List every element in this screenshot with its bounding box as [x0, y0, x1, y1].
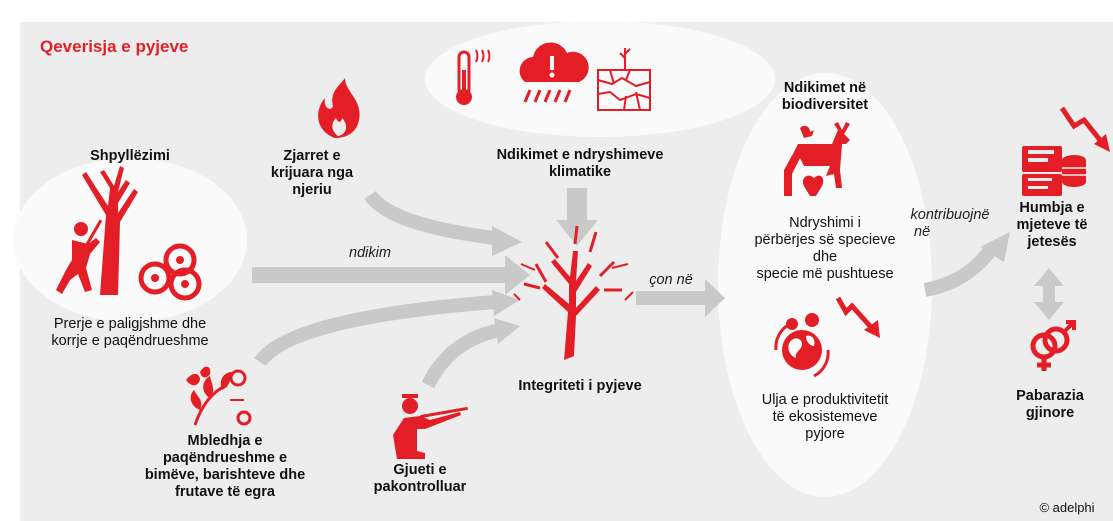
ecosystem-globe-icon	[774, 313, 830, 378]
biodiversity-heading-line: Ndikimet në	[783, 80, 867, 96]
species-text-line: dhe	[812, 249, 838, 265]
climate-label-line: Ndikimet e ndryshimeve	[496, 147, 664, 163]
curved-arrows	[254, 190, 998, 389]
livelihoods-label-line: mjeteve të	[1016, 217, 1088, 233]
credit-text: © adelphi	[1039, 500, 1095, 515]
money-loss-icon	[1022, 106, 1110, 196]
animals-icon	[784, 122, 850, 196]
rain-cloud-icon	[519, 42, 589, 103]
harvest-label: Mbledhja e paqëndrueshme e bimëve, baris…	[130, 433, 320, 501]
decline-arrow-icon	[835, 296, 880, 338]
gender-inequality-label: Pabarazia gjinore	[1000, 388, 1100, 422]
livelihoods-loss-label: Humbja e mjeteve të jetesës	[1002, 200, 1102, 251]
impact-arrow-label: ndikim	[349, 245, 391, 261]
ecosystem-text-line: të ekosistemeve	[772, 409, 878, 425]
contributes-label-line: kontribuojnë	[910, 207, 990, 223]
harvest-label-line: bimëve, barishteve dhe	[144, 467, 306, 483]
ecosystem-text-line: Ulja e produktivitetit	[761, 392, 889, 408]
fires-label-line: njeriu	[292, 182, 332, 198]
hunting-label-line: Gjueti e	[393, 462, 447, 478]
climate-ellipse	[425, 21, 775, 137]
biodiversity-heading-line: biodiversitet	[781, 97, 869, 113]
ecosystem-productivity-text: Ulja e produktivitetit të ekosistemeve p…	[735, 392, 915, 443]
drought-icon	[597, 48, 651, 111]
arrow-harvest-curve	[254, 295, 496, 367]
fires-label: Zjarret e krijuara nga njeriu	[252, 148, 372, 199]
flow-arrows	[252, 188, 725, 317]
plants-icon	[186, 366, 252, 426]
forest-integrity-label: Integriteti i pyjeve	[518, 378, 642, 394]
harvest-label-line: frutave të egra	[175, 484, 275, 500]
leads-to-arrow-label: çon në	[649, 272, 693, 288]
gender-label-line: Pabarazia	[1016, 388, 1084, 404]
contributes-arrow-label: kontribuojnë në	[900, 207, 1000, 241]
harvest-label-line: paqëndrueshme e	[162, 450, 288, 466]
species-text-line: Ndryshimi i	[789, 215, 861, 231]
fires-label-line: krijuara nga	[270, 165, 354, 181]
climate-label-line: klimatike	[548, 164, 612, 180]
thermometer-icon	[456, 49, 491, 105]
hunting-label-line: pakontrolluar	[373, 479, 467, 495]
woodcutter-icon	[56, 166, 202, 301]
arrowhead-hunting	[494, 318, 520, 344]
arrowheads	[492, 226, 1064, 344]
arrow-climate-down	[556, 188, 598, 246]
deforestation-heading: Shpyllëzimi	[90, 148, 170, 164]
livelihoods-label-line: jetesës	[1027, 234, 1077, 250]
climate-label: Ndikimet e ndryshimeve klimatike	[460, 147, 700, 181]
livelihoods-label-line: Humbja e	[1019, 200, 1085, 216]
harvest-label-line: Mbledhja e	[187, 433, 263, 449]
deforestation-ellipse	[13, 158, 247, 322]
contributes-label-line: në	[914, 224, 931, 240]
deforestation-caption-line: korrje e paqëndrueshme	[51, 333, 209, 349]
double-arrow-shaft	[1043, 282, 1055, 306]
biodiversity-ellipse	[718, 73, 932, 497]
arrow-leads-to	[636, 279, 725, 317]
arrow-deforestation-impact	[252, 255, 530, 295]
deforestation-caption: Prerje e paligjshme dhe korrje e paqëndr…	[20, 316, 240, 350]
diagram-title: Qeverisja e pyjeve	[40, 37, 189, 56]
biodiversity-heading: Ndikimet në biodiversitet	[760, 80, 890, 114]
arrowhead-harvest	[492, 290, 520, 316]
arrow-contributes-curve	[923, 243, 998, 297]
species-text-line: specie më pushtuese	[756, 266, 894, 282]
gender-icon	[1030, 320, 1076, 371]
hunter-icon	[393, 394, 468, 459]
gender-label-line: gjinore	[1025, 405, 1075, 421]
fires-label-line: Zjarret e	[283, 148, 341, 164]
double-arrow-up	[1034, 268, 1064, 286]
arrowhead-contributes	[980, 232, 1010, 262]
arrow-hunting-curve	[421, 323, 502, 389]
hunting-label: Gjueti e pakontrolluar	[360, 462, 480, 496]
species-change-text: Ndryshimi i përbërjes së specieve dhe sp…	[735, 215, 915, 283]
flame-icon	[318, 78, 360, 138]
ecosystem-text-line: pyjore	[805, 426, 845, 442]
species-text-line: përbërjes së specieve	[754, 232, 896, 248]
deforestation-caption-line: Prerje e paligjshme dhe	[53, 316, 207, 332]
arrowhead-fires	[492, 226, 522, 256]
double-arrow-down	[1034, 302, 1064, 320]
dead-tree-icon	[513, 225, 634, 360]
arrow-fires-curve	[364, 190, 496, 245]
